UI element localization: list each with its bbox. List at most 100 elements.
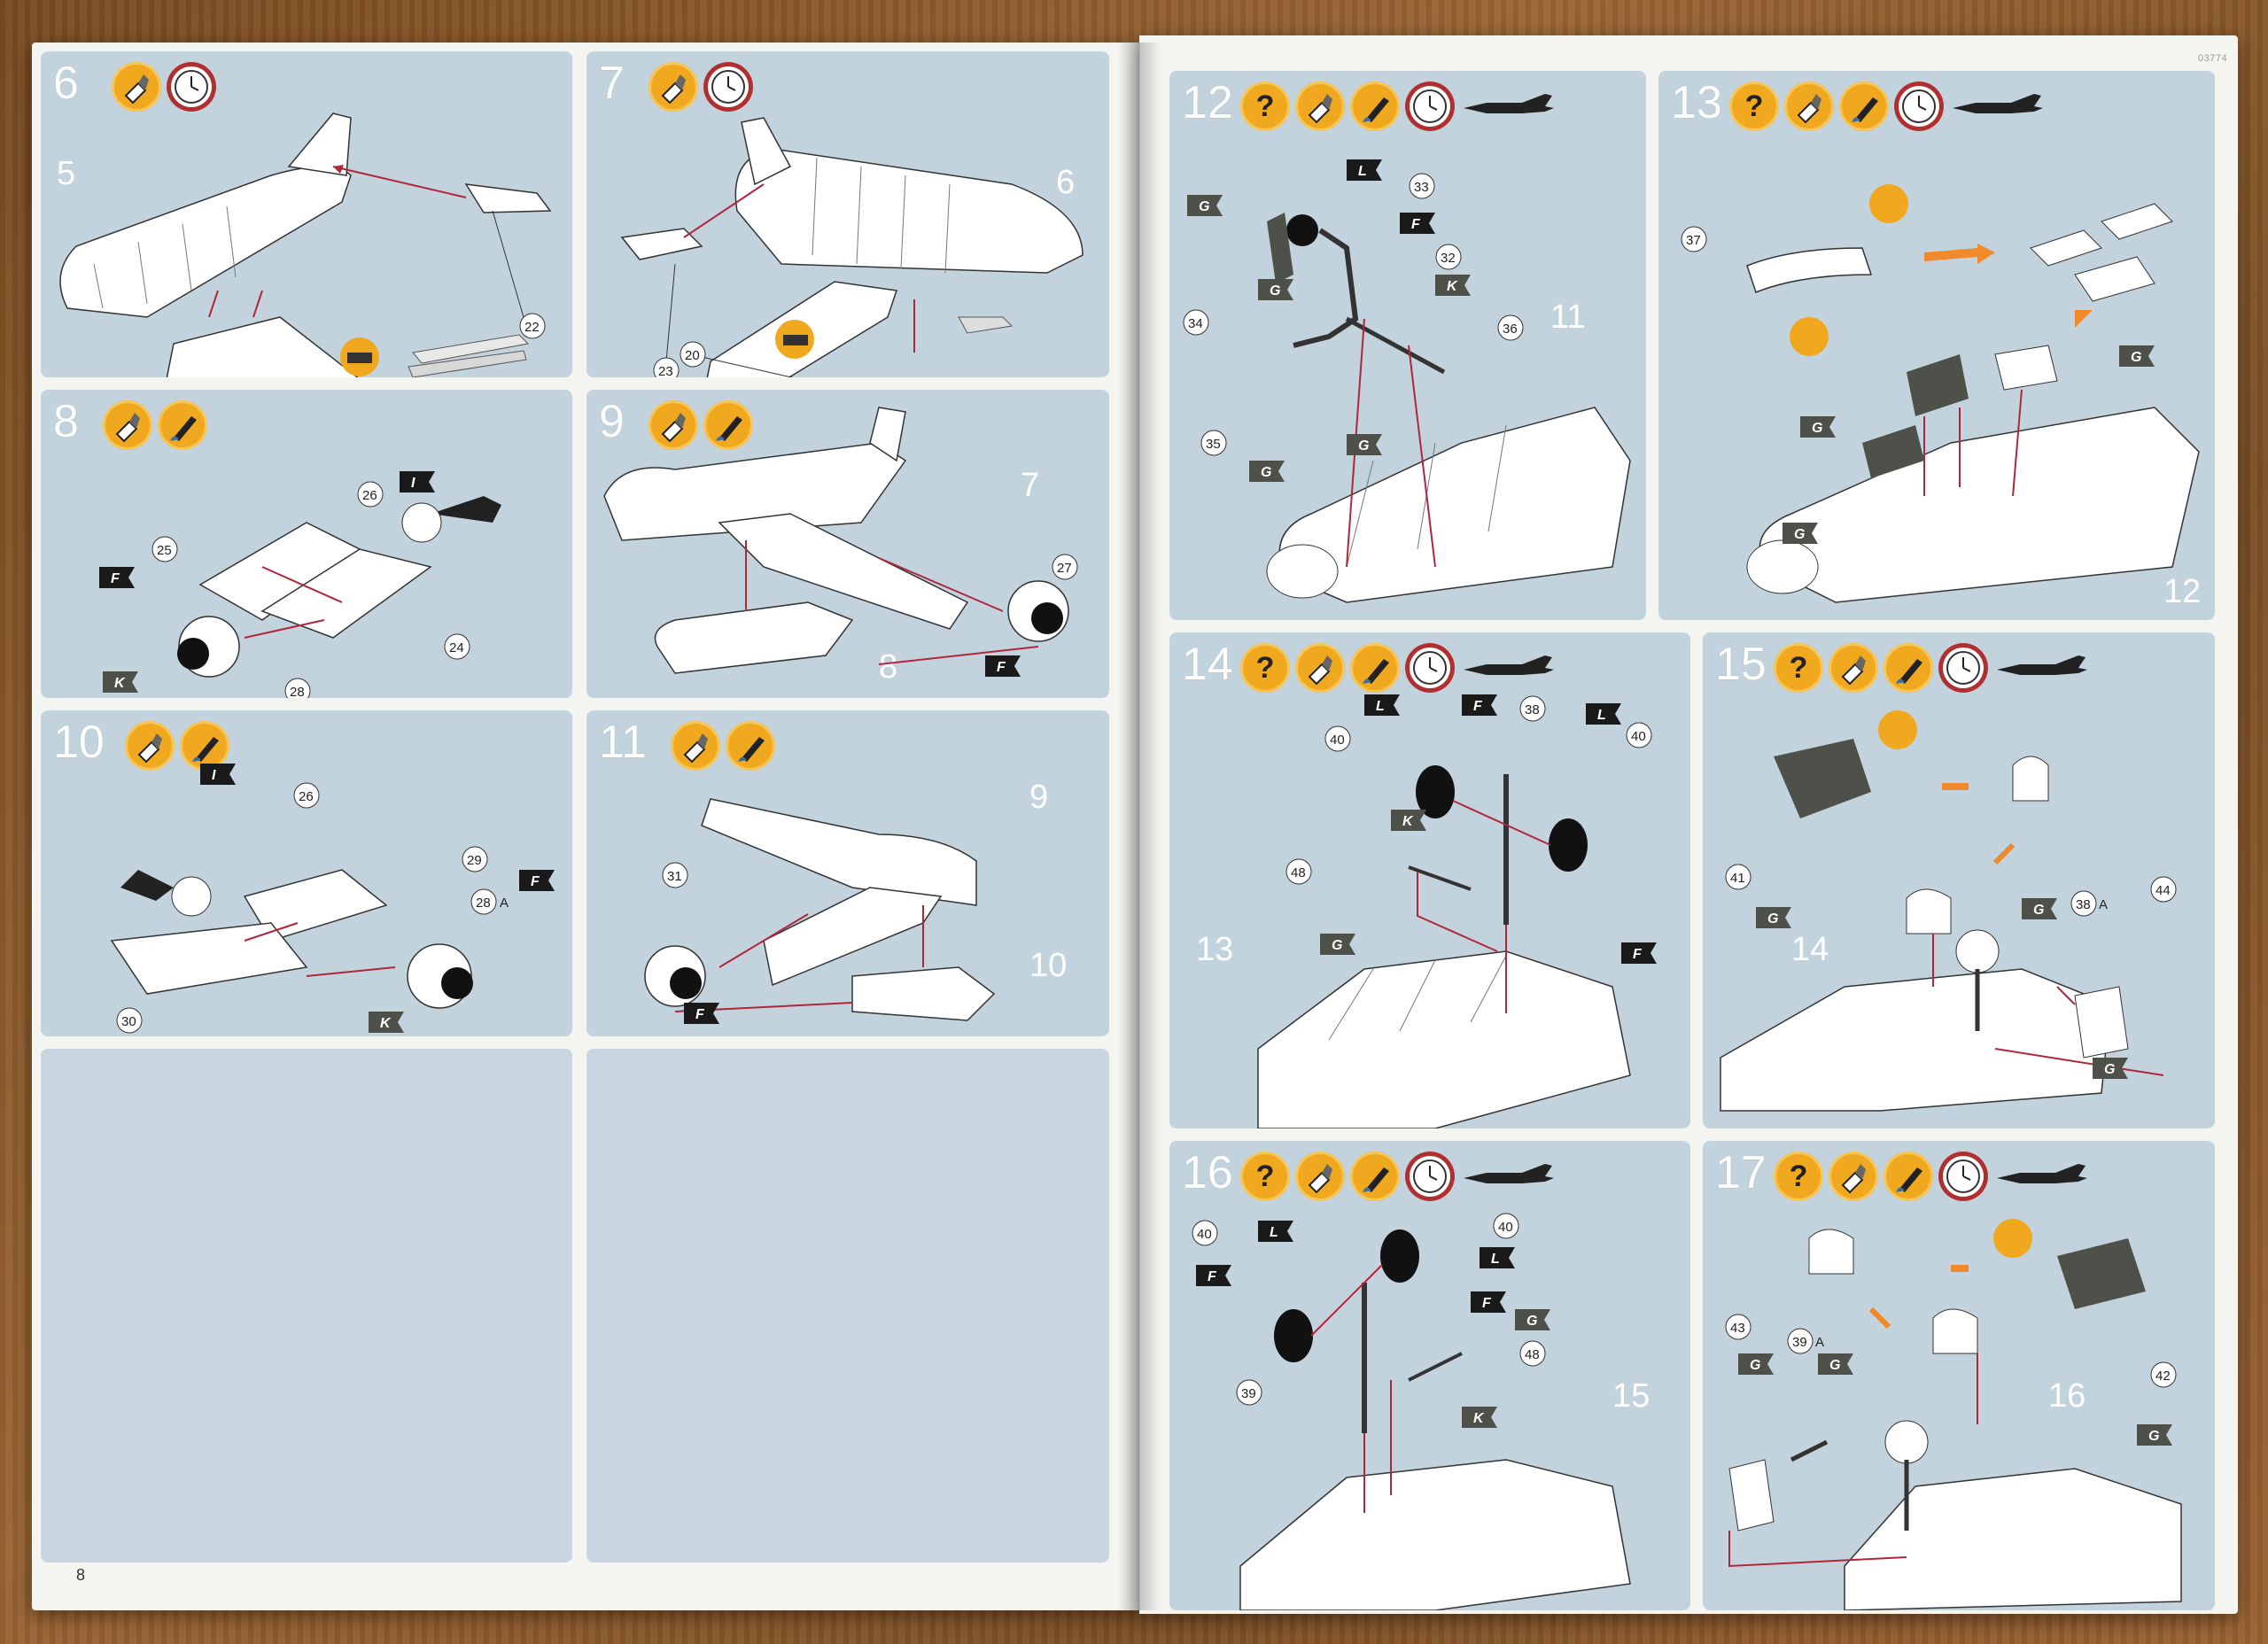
svg-text:G: G	[1199, 199, 1209, 214]
step-number: 17	[1715, 1147, 1767, 1198]
plane-icon	[1997, 1164, 2087, 1183]
part-flag-F: F	[1196, 1265, 1231, 1286]
assembly-diagram: 15 L F L F G K 40 40 39 48	[1192, 1213, 1650, 1610]
step-number: 8	[53, 396, 79, 447]
clock-icon	[1938, 643, 1988, 693]
part-flag-L: L	[1586, 703, 1621, 725]
part-flag-F: F	[1621, 942, 1657, 964]
part-flag-G: G	[1347, 434, 1382, 455]
step-panel-6: 6 5	[41, 51, 572, 377]
assembly-diagram: 5 22 18	[57, 112, 552, 377]
svg-text:G: G	[1526, 1314, 1537, 1329]
callout-24: 24	[449, 640, 464, 655]
step-number: 9	[599, 396, 625, 447]
callout-22: 22	[524, 320, 540, 335]
clock-icon	[1894, 81, 1944, 131]
callout-38: 38	[1525, 702, 1540, 717]
part-flag-F: F	[1471, 1291, 1506, 1313]
part-flag-L: L	[1347, 159, 1382, 181]
part-flag-K: K	[1435, 275, 1471, 296]
question-icon: ?	[1774, 1152, 1823, 1201]
part-flag-K: K	[1462, 1407, 1497, 1428]
callout-31: 31	[667, 869, 682, 884]
step-panel-16: 16 ? 15 L F L F	[1169, 1141, 1690, 1610]
part-flag-G: G	[1258, 279, 1293, 300]
part-flag-L: L	[1364, 694, 1400, 716]
svg-text:G: G	[1261, 465, 1271, 480]
svg-text:F: F	[1208, 1269, 1217, 1284]
part-flag-F: F	[519, 870, 555, 891]
question-icon: ?	[1240, 81, 1290, 131]
plane-icon	[1464, 94, 1554, 113]
svg-text:L: L	[1270, 1225, 1278, 1240]
clock-icon	[1405, 643, 1455, 693]
part-flag-G: G	[1783, 523, 1818, 544]
part-flag-G: G	[1320, 934, 1355, 955]
assembly-diagram: 9 10 31 F	[644, 779, 1067, 1024]
subassembly-label: 6	[1056, 164, 1075, 201]
callout-44: 44	[2155, 883, 2171, 898]
callout-38: 38	[2076, 897, 2091, 912]
step-number: 16	[1182, 1147, 1233, 1198]
callout-20: 20	[685, 348, 700, 363]
part-flag-L: L	[1480, 1247, 1515, 1268]
assembly-diagram: 6 23 20	[620, 117, 1084, 377]
glue-icon	[1295, 1152, 1345, 1201]
step-panel-9: 9 7 8 27 F	[586, 390, 1109, 698]
part-flag-K: K	[369, 1012, 404, 1033]
callout-26: 26	[362, 488, 377, 503]
clock-icon	[1405, 1152, 1455, 1201]
instruction-page-left: 03774 8 6 5	[32, 43, 1139, 1610]
svg-text:F: F	[111, 571, 120, 586]
empty-panel-area	[41, 1049, 572, 1563]
assembly-diagram: 16 G G G 43 39 A 42	[1725, 1219, 2182, 1610]
subassembly-label: 15	[1612, 1377, 1650, 1415]
step-panel-13: 13 ? 12	[1658, 71, 2215, 620]
empty-panel-area	[586, 1049, 1109, 1563]
svg-text:G: G	[1358, 438, 1369, 454]
step-panel-8: 8 I F K 26 25 24	[41, 390, 572, 698]
callout-36: 36	[1503, 322, 1518, 337]
subassembly-label-9: 9	[1029, 779, 1048, 816]
part-flag-F: F	[1400, 213, 1435, 234]
question-icon: ?	[1774, 643, 1823, 693]
part-flag-I: I	[200, 764, 236, 785]
glue-icon	[112, 62, 161, 112]
part-flag-G: G	[1818, 1353, 1853, 1375]
svg-text:F: F	[531, 874, 540, 889]
paint-icon	[1884, 643, 1933, 693]
callout-39: 39	[1241, 1386, 1256, 1401]
callout-23: 23	[658, 364, 673, 377]
glue-icon	[649, 400, 698, 450]
subassembly-label-7: 7	[1021, 467, 1039, 504]
clock-icon	[1405, 81, 1455, 131]
callout-39: 39	[1792, 1335, 1807, 1350]
subassembly-label: 16	[2048, 1377, 2085, 1415]
part-flag-G: G	[2137, 1424, 2172, 1446]
glue-icon	[125, 721, 175, 771]
glue-icon	[1829, 1152, 1878, 1201]
step-panel-11: 11 9 10 31 F	[586, 710, 1109, 1036]
svg-text:G: G	[1750, 1358, 1760, 1373]
svg-text:K: K	[1473, 1411, 1485, 1426]
svg-text:G: G	[1794, 527, 1805, 542]
callout-48: 48	[1525, 1347, 1540, 1362]
svg-text:F: F	[1411, 217, 1421, 232]
part-flag-L: L	[1258, 1221, 1293, 1242]
question-icon: ?	[1729, 81, 1779, 131]
plane-icon	[1464, 655, 1554, 675]
part-flag-K: K	[103, 671, 138, 693]
svg-text:F: F	[997, 660, 1006, 675]
svg-text:L: L	[1358, 164, 1367, 179]
svg-text:K: K	[380, 1016, 392, 1031]
step-panel-10: 10 I F K 26 29 28 A	[41, 710, 572, 1036]
question-icon: ?	[1240, 643, 1290, 693]
callout-35: 35	[1206, 437, 1221, 452]
part-flag-F: F	[684, 1003, 719, 1024]
step-number: 6	[53, 58, 79, 109]
svg-text:F: F	[695, 1007, 705, 1022]
glue-icon	[649, 62, 698, 112]
svg-text:G: G	[1812, 421, 1822, 436]
glue-icon	[1829, 643, 1878, 693]
svg-text:F: F	[1482, 1296, 1492, 1311]
